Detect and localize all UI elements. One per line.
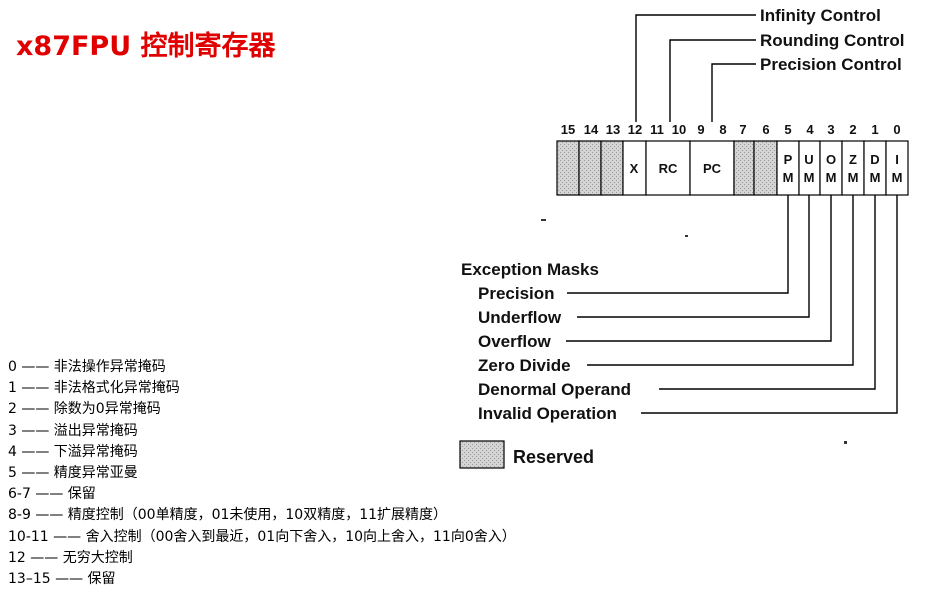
om-cell: [819, 140, 843, 196]
legend-item-bit-12: 12 —— 无穷大控制: [8, 549, 133, 566]
x-field-label: X: [630, 161, 639, 176]
pm-field-m: M: [783, 170, 794, 185]
legend-item-bits-10-11: 10-11 —— 舍入控制（00舍入到最近，01向下舍入，10向上舍入，11向0…: [8, 528, 516, 545]
legend-item-bit-5: 5 —— 精度异常亚曼: [8, 465, 138, 482]
im-field-letter: I: [895, 152, 899, 167]
scan-speck: [685, 235, 688, 237]
reserved-swatch: [459, 440, 505, 469]
legend-item-bit-1: 1 —— 非法格式化异常掩码: [8, 380, 180, 397]
scan-specks: [541, 219, 847, 444]
legend-item-bits-6-7: 6-7 —— 保留: [8, 486, 96, 503]
legend-item-bit-4: 4 —— 下溢异常掩码: [8, 443, 138, 460]
precision-mask-leader: [567, 195, 789, 294]
om-field-letter: O: [826, 152, 836, 167]
zm-cell: [841, 140, 865, 196]
rc-field-label: RC: [659, 161, 678, 176]
control-labels: Infinity Control Rounding Control Precis…: [760, 6, 904, 74]
im-field-m: M: [892, 170, 903, 185]
control-leader-lines: [635, 14, 756, 122]
bit-number-3: 3: [827, 122, 834, 137]
bit-number-9: 9: [697, 122, 704, 137]
scan-speck: [541, 219, 546, 221]
page-title: x87FPU 控制寄存器: [16, 31, 276, 62]
rc-cell: [645, 140, 691, 196]
bit-number-14: 14: [584, 122, 599, 137]
exception-mask-underflow: Underflow: [478, 308, 562, 327]
pm-field-letter: P: [784, 152, 793, 167]
dm-field-m: M: [870, 170, 881, 185]
reserved-label: Reserved: [513, 447, 594, 467]
bit-numbers: 15 14 13 12 11 10 9 8 7 6 5 4 3 2 1 0: [561, 122, 901, 137]
precision-control-leader: [711, 63, 756, 122]
rounding-control-leader: [669, 39, 756, 122]
reserved-cell-bit-13: [600, 140, 624, 196]
bit-number-15: 15: [561, 122, 575, 137]
reserved-cell-bit-15: [556, 140, 580, 196]
zero-divide-mask-leader: [587, 195, 854, 366]
exception-mask-zero-divide: Zero Divide: [478, 356, 571, 375]
bit-number-2: 2: [849, 122, 856, 137]
legend-item-bit-0: 0 —— 非法操作异常掩码: [8, 359, 166, 375]
infinity-control-leader: [635, 14, 756, 122]
overflow-mask-leader: [566, 195, 832, 342]
bit-number-4: 4: [806, 122, 814, 137]
bit-number-1: 1: [871, 122, 878, 137]
scan-speck: [844, 441, 847, 444]
pc-field-label: PC: [703, 161, 722, 176]
exception-mask-overflow: Overflow: [478, 332, 552, 351]
exception-mask-invalid-operation: Invalid Operation: [478, 404, 617, 423]
um-cell: [798, 140, 821, 196]
im-cell: [885, 140, 909, 196]
reserved-key: Reserved: [459, 440, 594, 469]
denormal-operand-mask-leader: [659, 195, 876, 390]
precision-control-label: Precision Control: [760, 55, 902, 74]
exception-mask-precision: Precision: [478, 284, 555, 303]
bit-number-7: 7: [739, 122, 746, 137]
pc-cell: [689, 140, 735, 196]
bit-number-5: 5: [784, 122, 791, 137]
legend-item-bits-8-9: 8-9 —— 精度控制（00单精度，01未使用，10双精度，11扩展精度）: [8, 507, 448, 524]
legend-item-bit-2: 2 —— 除数为0异常掩码: [8, 401, 161, 418]
underflow-mask-leader: [577, 195, 810, 318]
exception-leader-lines: [566, 195, 898, 414]
um-field-m: M: [804, 170, 815, 185]
exception-masks-heading: Exception Masks: [461, 260, 599, 279]
dm-field-letter: D: [870, 152, 879, 167]
legend-item-bits-13-15: 13–15 —— 保留: [8, 571, 116, 588]
exception-masks: Exception Masks Precision Underflow Over…: [461, 260, 631, 423]
legend-item-bit-3: 3 —— 溢出异常掩码: [8, 422, 138, 439]
pm-cell: [776, 140, 800, 196]
bit-number-10: 10: [672, 122, 686, 137]
infinity-control-label: Infinity Control: [760, 6, 881, 25]
field-labels: X RC PC P M U M O M Z M D M I M: [630, 152, 903, 185]
bit-number-0: 0: [893, 122, 900, 137]
bit-legend: 0 —— 非法操作异常掩码 1 —— 非法格式化异常掩码 2 —— 除数为0异常…: [8, 357, 516, 590]
exception-mask-denormal-operand: Denormal Operand: [478, 380, 631, 399]
rounding-control-label: Rounding Control: [760, 31, 904, 50]
bit-number-11: 11: [650, 122, 664, 137]
register-row: [556, 140, 909, 196]
om-field-m: M: [826, 170, 837, 185]
reserved-cell-bit-7: [733, 140, 755, 196]
zm-field-m: M: [848, 170, 859, 185]
reserved-cell-bit-14: [578, 140, 602, 196]
reserved-cell-bit-6: [753, 140, 778, 196]
bit-number-13: 13: [606, 122, 620, 137]
um-field-letter: U: [804, 152, 813, 167]
bit-number-6: 6: [762, 122, 769, 137]
dm-cell: [863, 140, 887, 196]
invalid-operation-mask-leader: [641, 195, 898, 414]
zm-field-letter: Z: [849, 152, 857, 167]
bit-number-8: 8: [719, 122, 726, 137]
bit-number-12: 12: [628, 122, 642, 137]
